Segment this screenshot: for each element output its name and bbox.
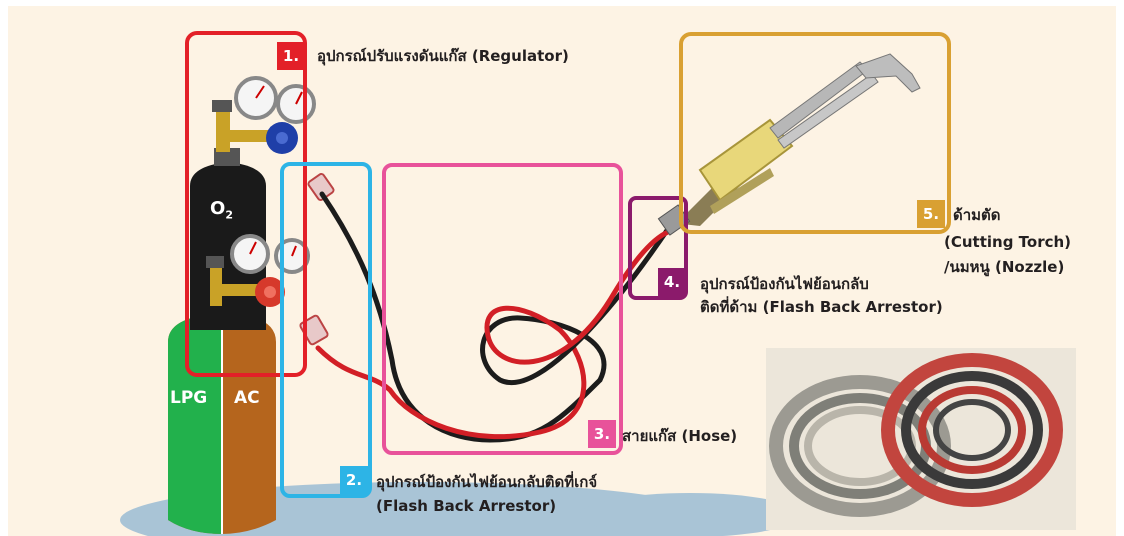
- ac-label: AC: [234, 388, 260, 409]
- tag-3: 3.: [588, 420, 616, 448]
- tag-1: 1.: [277, 42, 305, 70]
- torch-arrestor-label-line2: ติดที่ด้าม (Flash Back Arrestor): [700, 297, 943, 318]
- tag-4: 4.: [658, 268, 686, 296]
- lpg-label: LPG: [170, 388, 207, 409]
- oxygen-subscript: 2: [225, 209, 233, 222]
- tag-5: 5.: [917, 200, 945, 228]
- torch-arrestor-label-line1: อุปกรณ์ป้องกันไฟย้อนกลับ: [700, 274, 869, 295]
- oxygen-label: O2: [210, 198, 233, 226]
- lpg-ac-cylinder: [168, 310, 276, 534]
- torch-label-line3: /นมหนู (Nozzle): [944, 257, 1064, 278]
- hose-coils-photo: [766, 348, 1076, 530]
- regulator-arrestor-label-line1: อุปกรณ์ป้องกันไฟย้อนกลับติดที่เกจ์: [376, 472, 597, 493]
- tag-2: 2.: [340, 466, 368, 494]
- regulator-label: อุปกรณ์ปรับแรงดันแก๊ส (Regulator): [317, 46, 569, 67]
- regulator-arrestor-label-line2: (Flash Back Arrestor): [376, 496, 556, 517]
- torch-label-line1: ด้ามตัด: [953, 205, 1001, 226]
- oxygen-symbol: O: [210, 198, 225, 219]
- torch-label-line2: (Cutting Torch): [944, 232, 1071, 253]
- hose-label: สายแก๊ส (Hose): [622, 426, 737, 447]
